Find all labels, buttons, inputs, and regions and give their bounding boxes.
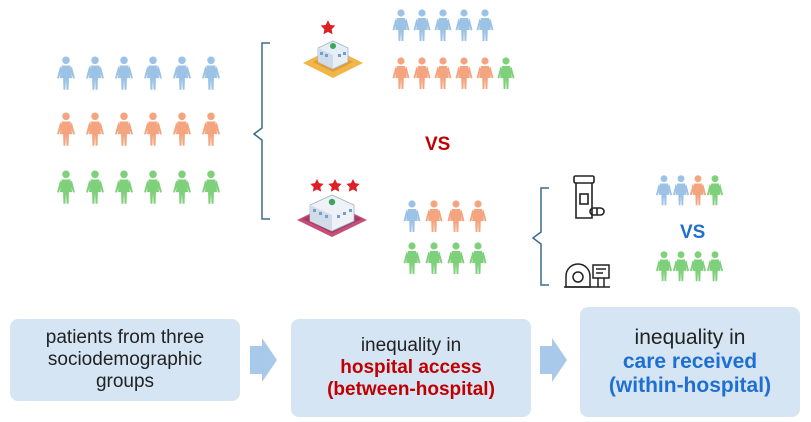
person-icon	[86, 112, 104, 146]
hospital-access-box: inequality in hospital access (between-h…	[291, 319, 531, 417]
people-group-imaging	[655, 251, 724, 282]
hospital-access-line-3: (between-hospital)	[327, 378, 495, 400]
person-icon	[425, 242, 443, 274]
hospital-building-icon	[297, 194, 367, 237]
person-icon	[57, 170, 75, 204]
person-icon	[413, 9, 431, 41]
person-icon	[173, 170, 191, 204]
person-icon	[202, 112, 220, 146]
people-group-medication	[655, 175, 724, 206]
one-star-rating	[320, 20, 336, 35]
person-icon	[672, 251, 690, 282]
between-hospital-vs-label: VS	[425, 134, 451, 155]
person-icon	[434, 9, 452, 41]
person-icon	[144, 170, 162, 204]
care-received-line-1: inequality in	[634, 325, 746, 349]
person-icon	[115, 170, 133, 204]
person-icon	[115, 112, 133, 146]
person-icon	[689, 251, 707, 282]
hospital-access-line-2: hospital access	[340, 357, 482, 379]
person-icon	[57, 112, 75, 146]
person-icon	[144, 56, 162, 90]
people-group-left	[57, 56, 220, 204]
person-icon	[392, 57, 410, 89]
person-icon	[469, 242, 487, 274]
patients-box-line-1: patients from three	[45, 327, 205, 349]
person-icon	[689, 175, 707, 206]
person-icon	[447, 200, 465, 232]
person-icon	[706, 175, 724, 206]
people-group-three-star-hospital	[403, 200, 487, 274]
hospital-building-icon	[303, 40, 363, 78]
person-icon	[57, 56, 75, 90]
flow-arrow	[540, 338, 567, 382]
person-icon	[469, 200, 487, 232]
person-icon	[413, 57, 431, 89]
person-icon	[202, 170, 220, 204]
patients-box-line-3: groups	[95, 370, 155, 392]
person-icon	[403, 200, 421, 232]
care-received-line-3: (within-hospital)	[608, 374, 772, 398]
patients-box-line-2: sociodemographic	[47, 349, 203, 371]
person-icon	[392, 9, 410, 41]
person-icon	[447, 242, 465, 274]
person-icon	[403, 242, 421, 274]
person-icon	[655, 251, 673, 282]
person-icon	[455, 9, 473, 41]
person-icon	[434, 57, 452, 89]
pill-bottle-icon	[573, 175, 605, 219]
person-icon	[425, 200, 443, 232]
flow-arrow	[250, 338, 277, 382]
person-icon	[672, 175, 690, 206]
person-icon	[202, 56, 220, 90]
care-received-box: inequality in care received (within-hosp…	[580, 307, 800, 417]
person-icon	[173, 56, 191, 90]
person-icon	[455, 57, 473, 89]
person-icon	[144, 112, 162, 146]
within-hospital-vs-label: VS	[680, 222, 706, 243]
people-group-one-star-hospital	[392, 9, 515, 89]
person-icon	[476, 57, 494, 89]
person-icon	[476, 9, 494, 41]
care-received-line-2: care received	[622, 349, 758, 373]
person-icon	[497, 57, 515, 89]
patients-groups-box: patients from three sociodemographic gro…	[10, 319, 240, 401]
person-icon	[706, 251, 724, 282]
bracket-right	[531, 187, 549, 286]
three-star-rating	[310, 179, 360, 192]
person-icon	[115, 56, 133, 90]
person-icon	[655, 175, 673, 206]
person-icon	[86, 170, 104, 204]
hospital-access-line-1: inequality in	[360, 335, 462, 357]
person-icon	[86, 56, 104, 90]
person-icon	[173, 112, 191, 146]
bracket-left	[252, 42, 270, 220]
medical-scanner-icon	[564, 263, 610, 288]
